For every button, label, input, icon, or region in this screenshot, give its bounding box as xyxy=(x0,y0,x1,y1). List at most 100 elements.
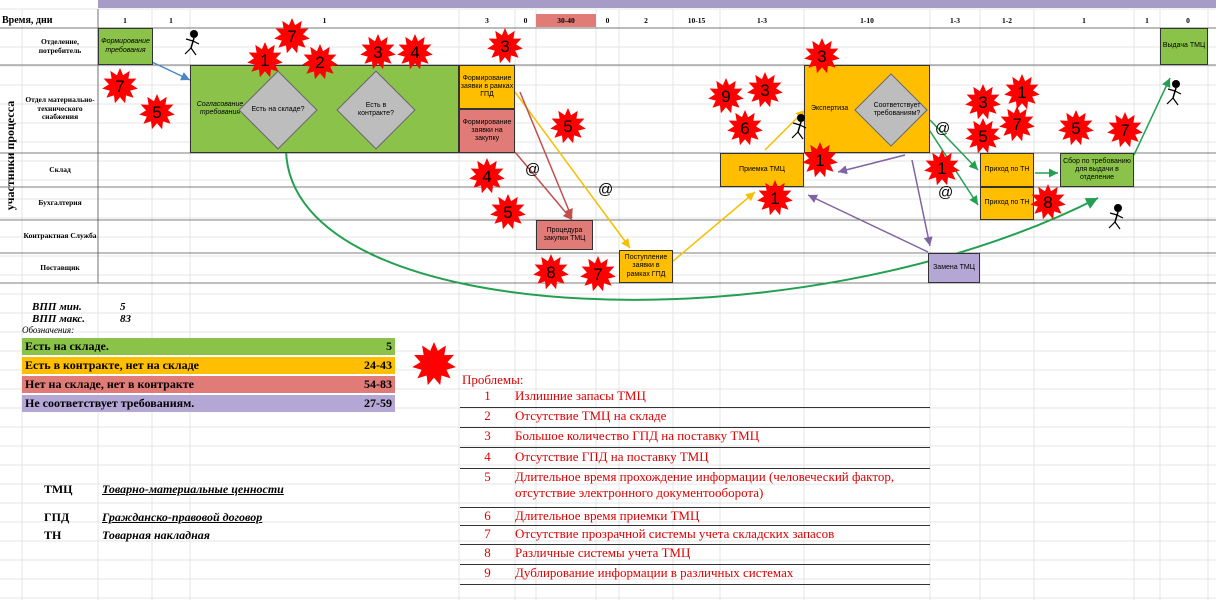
legend-title: Обозначения: xyxy=(22,325,75,335)
time-cell: 1-2 xyxy=(1002,16,1012,25)
problem-star xyxy=(747,72,783,108)
box-form-purchase: Формирование заявки на закупку xyxy=(459,109,515,153)
problem-star-number: 7 xyxy=(287,27,296,46)
time-cell: 1 xyxy=(322,16,327,25)
at-sign: @ xyxy=(598,181,613,198)
problem-star xyxy=(102,68,138,104)
time-cell: 1 xyxy=(169,16,173,25)
row-label-supply: Отдел материально-технического снабжения xyxy=(25,95,95,122)
abbreviation: ТН xyxy=(44,528,62,542)
time-cell: 1 xyxy=(1082,16,1086,25)
decision-in-contract: Есть в контракте? xyxy=(336,70,416,150)
abbreviation: ГПД xyxy=(44,510,70,524)
problem-star-number: 1 xyxy=(937,159,946,178)
problem-star xyxy=(487,28,523,64)
problem-star-number: 4 xyxy=(410,43,419,62)
box-form-requirement: Формирование требования xyxy=(98,28,153,65)
problem-star-number: 3 xyxy=(978,93,987,112)
box-form-gpd: Формирование заявки в рамках ГПД xyxy=(459,65,515,109)
problem-star xyxy=(965,84,1001,120)
abbreviation: ТМЦ xyxy=(44,482,73,496)
problem-star-number: 3 xyxy=(373,43,382,62)
arrow-expertise-to-arrival1 xyxy=(929,119,979,171)
problem-star-number: 5 xyxy=(503,203,512,222)
arrow-assemble-to-issue xyxy=(1133,77,1171,156)
legend-item: Есть на складе.5 xyxy=(22,338,395,355)
problem-star xyxy=(1004,74,1040,110)
abbreviation-definition: Товарно-материальные ценности xyxy=(102,482,284,496)
problem-star xyxy=(1107,112,1143,148)
time-cell: 1-3 xyxy=(757,16,767,25)
abbreviation-definition: Гражданско-правовой договор xyxy=(102,510,263,524)
problem-star xyxy=(965,118,1001,154)
problem-star xyxy=(397,34,433,70)
problem-star xyxy=(360,34,396,70)
row-label-department: Отделение, потребитель xyxy=(38,36,82,55)
box-receipt: Приемка ТМЦ xyxy=(720,153,804,187)
stick-figure-icon xyxy=(791,114,807,140)
box-arrival-1: Приход по ТН xyxy=(980,153,1034,187)
arrow-replace-to-receipt xyxy=(807,194,929,253)
problem-star-number: 7 xyxy=(1120,121,1129,140)
problem-star xyxy=(727,110,763,146)
time-cell: 1 xyxy=(123,16,127,25)
time-cell: 2 xyxy=(644,16,648,25)
at-sign: @ xyxy=(525,161,540,178)
problem-star xyxy=(139,94,175,130)
arrow-purchase-to-procurement xyxy=(514,151,573,221)
row-label-warehouse: Склад xyxy=(49,164,71,174)
problem-star xyxy=(274,18,310,54)
time-cell: 1 xyxy=(1145,16,1149,25)
problem-star xyxy=(1058,110,1094,146)
stat-min-label: ВПП мин. xyxy=(32,301,82,313)
stick-figure-icon xyxy=(1166,80,1182,106)
stat-max-value: 83 xyxy=(120,313,131,325)
problem-star-number: 4 xyxy=(482,167,491,186)
problem-star-number: 9 xyxy=(721,87,730,106)
problem-star-number: 7 xyxy=(1012,115,1021,134)
problem-star-number: 8 xyxy=(546,263,555,282)
box-incoming-gpd: Поступление заявки в рамках ГПД xyxy=(619,250,673,283)
row-label-accounting: Бухгалтерия xyxy=(38,198,82,208)
problem-star-number: 6 xyxy=(740,119,749,138)
problem-star xyxy=(469,158,505,194)
row-label-contract: Контрактная Служба xyxy=(23,231,97,241)
problem-star-number: 1 xyxy=(260,51,269,70)
problem-star-number: 1 xyxy=(1017,83,1026,102)
time-cell: 1-10 xyxy=(860,16,874,25)
problem-star-number: 2 xyxy=(315,53,324,72)
problem-star xyxy=(708,78,744,114)
stick-figure-icon xyxy=(184,30,200,56)
time-cell: 10-15 xyxy=(687,16,706,25)
legend-item: Не соответствует требованиям.27-59 xyxy=(22,395,395,412)
stick-figure-icon xyxy=(1108,204,1124,230)
box-replace: Замена ТМЦ xyxy=(928,253,980,283)
time-cell: 1-3 xyxy=(950,16,960,25)
problem-star-number: 7 xyxy=(115,77,124,96)
problem-star xyxy=(580,256,616,292)
problem-star-number: 1 xyxy=(770,189,779,208)
arrow-req-to-approve xyxy=(151,61,191,81)
problem-star xyxy=(247,42,283,78)
time-cell: 0 xyxy=(523,16,528,25)
arrow-incoming-to-receipt xyxy=(671,191,756,263)
header-band xyxy=(98,0,1216,8)
problem-star-number: 7 xyxy=(593,265,602,284)
box-assemble: Сбор по требованию для выдачи в отделени… xyxy=(1060,153,1134,187)
arrow-nonconform xyxy=(837,154,906,175)
problem-star xyxy=(804,38,840,74)
box-issue: Выдача ТМЦ xyxy=(1160,28,1208,65)
problem-star xyxy=(802,142,838,178)
arrow-gpd-to-incoming xyxy=(514,91,631,249)
at-sign: @ xyxy=(938,184,953,201)
time-label: Время, дни xyxy=(2,15,53,26)
problem-star-number: 5 xyxy=(152,103,161,122)
